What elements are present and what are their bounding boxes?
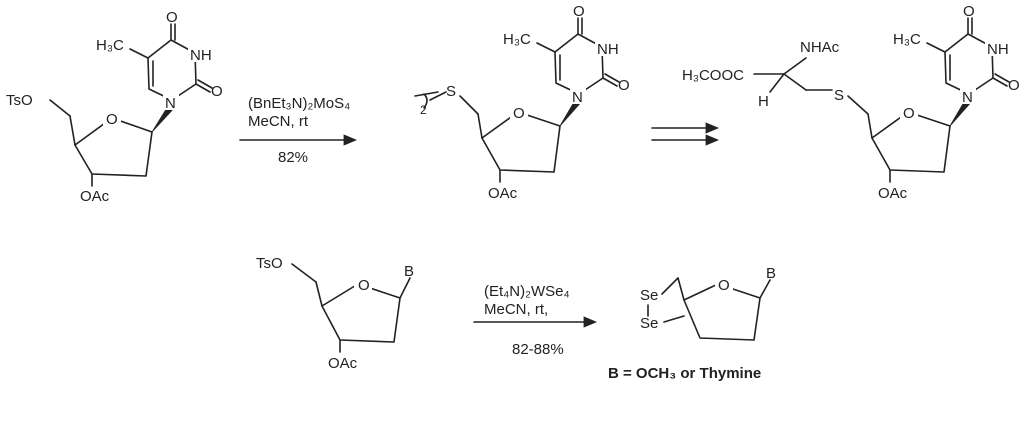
scheme1-final-product: H₃COOC NHAc H S O OAc N NH O O H₃C [682, 3, 1020, 202]
base-label: B [766, 265, 776, 282]
sulfur-label: S [446, 83, 456, 100]
tosylate-label: TsO [6, 92, 33, 109]
n1-label: N [165, 95, 176, 112]
carbonyl-o-right: O [1008, 77, 1020, 94]
ring-oxygen: O [718, 277, 730, 294]
reagent-line1: (BnEt₃N)₂MoS₄ [248, 95, 350, 112]
scheme1-product: 2 S O OAc N NH O O H₃C [414, 3, 630, 202]
acetate-label: OAc [80, 188, 110, 205]
ring-oxygen: O [358, 277, 370, 294]
acetate-label: OAc [878, 185, 908, 202]
carbonyl-o-top: O [963, 3, 975, 20]
carbonyl-o-top: O [573, 3, 585, 20]
dimer-subscript: 2 [420, 103, 427, 117]
base-label: B [404, 263, 414, 280]
n1-label: N [962, 89, 973, 106]
carbonyl-o-right: O [211, 83, 223, 100]
methyl-label: H₃C [893, 31, 921, 48]
ring-oxygen: O [903, 105, 915, 122]
methyl-label: H₃C [503, 31, 531, 48]
scheme1-reactant: O TsO OAc N NH O O H₃C [6, 9, 223, 205]
multistep-arrows [651, 122, 720, 146]
h-label: H [758, 93, 769, 110]
yield-label: 82-88% [512, 341, 564, 358]
tosylate-label: TsO [256, 255, 283, 272]
scheme2-reactant: TsO O B OAc [256, 255, 414, 372]
base-definition: B = OCH₃ or Thymine [608, 365, 761, 382]
reagent-line2: MeCN, rt, [484, 301, 548, 318]
yield-label: 82% [278, 149, 308, 166]
selenium-bottom-label: Se [640, 315, 658, 332]
ester-label: H₃COOC [682, 67, 744, 84]
selenium-top-label: Se [640, 287, 658, 304]
reagent-line2: MeCN, rt [248, 113, 309, 130]
nhac-label: NHAc [800, 39, 840, 56]
ring-oxygen: O [513, 105, 525, 122]
n1-label: N [572, 89, 583, 106]
sugar-ring [321, 283, 401, 343]
acetate-label: OAc [488, 185, 518, 202]
scheme2-product: Se Se O B B = OCH₃ or Thymine [608, 265, 776, 382]
nh-label: NH [987, 41, 1009, 58]
sulfur-label: S [834, 87, 844, 104]
methyl-label: H₃C [96, 37, 124, 54]
carbonyl-o-right: O [618, 77, 630, 94]
nh-label: NH [597, 41, 619, 58]
scheme2-arrow: (Et₄N)₂WSe₄ MeCN, rt, 82-88% [473, 283, 598, 358]
sugar-ring [683, 283, 761, 341]
acetate-label: OAc [328, 355, 358, 372]
nh-label: NH [190, 47, 212, 64]
reagent-line1: (Et₄N)₂WSe₄ [484, 283, 570, 300]
scheme1-arrow: (BnEt₃N)₂MoS₄ MeCN, rt 82% [239, 95, 358, 166]
carbonyl-o-top: O [166, 9, 178, 26]
ring-oxygen: O [106, 111, 118, 128]
